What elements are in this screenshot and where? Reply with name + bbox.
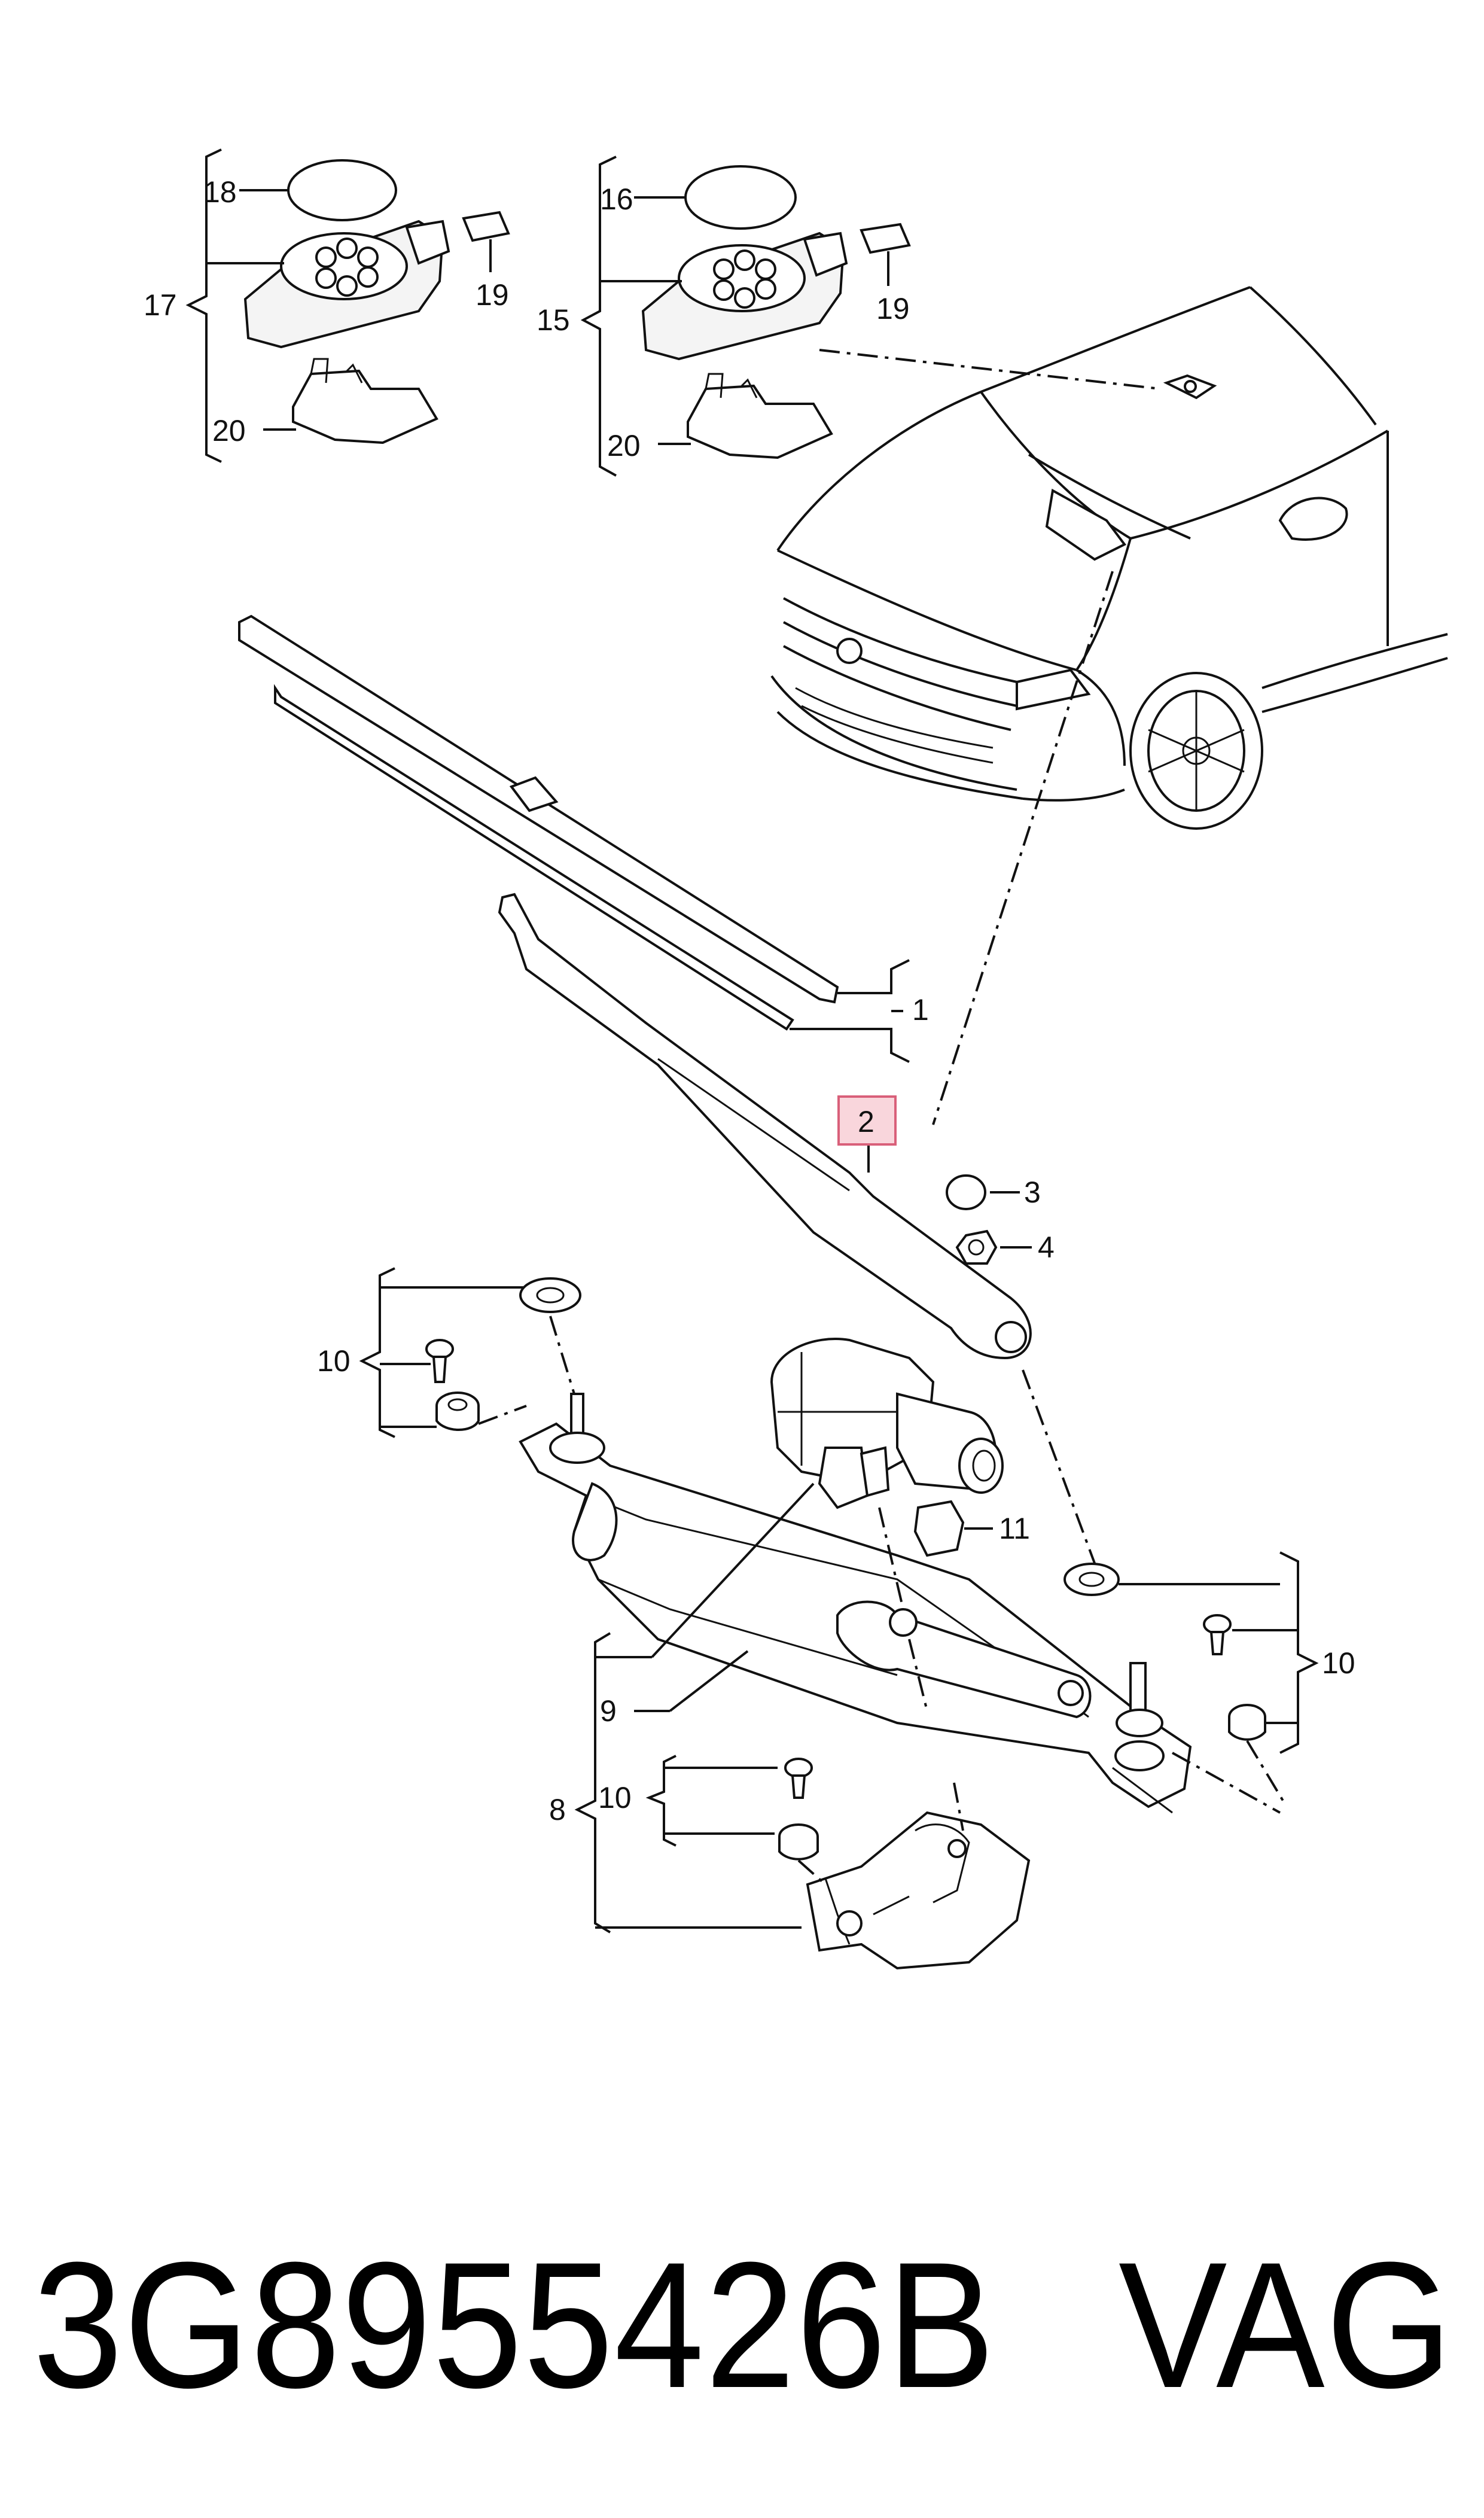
label-19a: 19 bbox=[476, 278, 509, 312]
label-10b: 10 bbox=[1322, 1646, 1355, 1680]
connector-plug-icon bbox=[913, 1500, 993, 1557]
bracket-group-8 bbox=[574, 1482, 1031, 1970]
sensor-group-15 bbox=[580, 156, 1217, 477]
sensor-bracket-icon bbox=[687, 373, 833, 459]
grommet-icon bbox=[1228, 1704, 1266, 1741]
connector-icon bbox=[860, 223, 911, 254]
cap-icon bbox=[946, 1174, 1020, 1210]
rain-sensor-icon bbox=[243, 220, 450, 349]
screw-icon bbox=[1203, 1614, 1232, 1655]
connector-icon bbox=[462, 211, 510, 242]
mounting-bracket-icon bbox=[806, 1811, 1031, 1970]
nut-icon bbox=[955, 1229, 1032, 1265]
screw-icon bbox=[425, 1339, 454, 1383]
grommet-icon bbox=[435, 1392, 480, 1431]
car-front-quarter-icon bbox=[770, 286, 1448, 1125]
sensor-group-17 bbox=[185, 148, 510, 463]
label-18: 18 bbox=[203, 175, 237, 209]
screw-icon bbox=[784, 1758, 813, 1799]
wiper-motor-icon bbox=[770, 1338, 1004, 1509]
label-16: 16 bbox=[600, 182, 633, 216]
wiper-arm-icon bbox=[498, 893, 1032, 1360]
callout-labels: 18 17 19 20 16 15 19 20 1 2 3 4 10 11 10… bbox=[144, 175, 1355, 1826]
label-19b: 19 bbox=[876, 292, 910, 325]
label-3: 3 bbox=[1024, 1176, 1041, 1209]
wiper-linkage-icon bbox=[519, 1393, 1281, 1814]
grommet-icon bbox=[778, 1823, 819, 1861]
label-2: 2 bbox=[858, 1105, 874, 1138]
sensor-bracket-icon bbox=[292, 358, 438, 444]
label-20b: 20 bbox=[607, 429, 641, 462]
label-20a: 20 bbox=[212, 414, 246, 447]
label-11: 11 bbox=[999, 1512, 1030, 1545]
rain-sensor-icon bbox=[641, 232, 848, 361]
label-17: 17 bbox=[144, 288, 177, 322]
label-10c: 10 bbox=[598, 1781, 632, 1814]
label-8: 8 bbox=[549, 1793, 566, 1826]
brand-name: VAG bbox=[1119, 2224, 1453, 2425]
wiper-blade-icon bbox=[238, 614, 910, 1063]
label-10a: 10 bbox=[317, 1344, 351, 1378]
mount-group-10-right bbox=[1064, 1551, 1319, 1802]
label-1: 1 bbox=[912, 993, 929, 1027]
part-number: 3G8955426B bbox=[33, 2224, 996, 2425]
mount-group-10-left bbox=[359, 1267, 581, 1438]
label-4: 4 bbox=[1038, 1231, 1055, 1264]
label-15: 15 bbox=[537, 303, 570, 337]
highlight-box bbox=[837, 1095, 897, 1146]
label-9: 9 bbox=[600, 1694, 617, 1728]
